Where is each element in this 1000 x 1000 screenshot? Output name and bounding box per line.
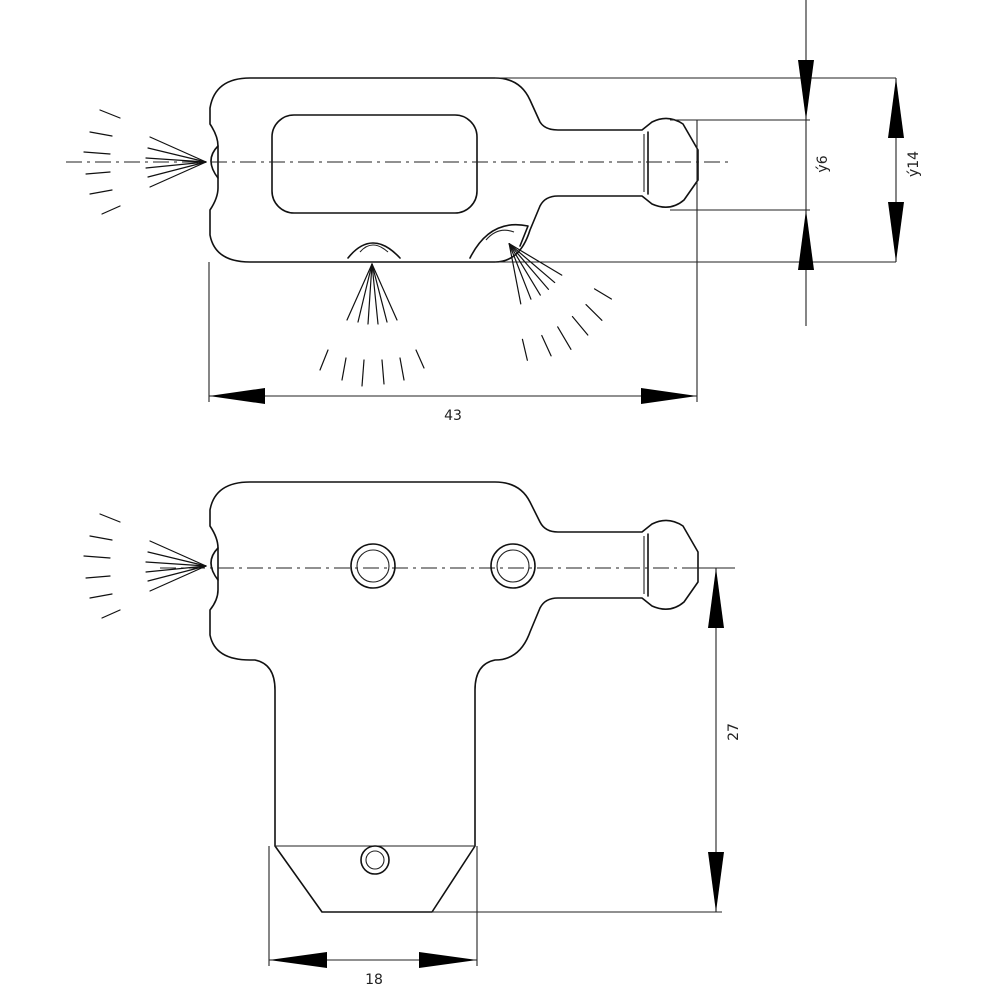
dim-label-top-length: 43 xyxy=(444,408,462,424)
dim-arrow-d14-bottom xyxy=(888,202,904,262)
dim-arrow-d6-bottom xyxy=(798,210,814,270)
dim-label-inner-diameter: ý6 xyxy=(815,155,831,172)
spray-fan-top-bottom-right xyxy=(465,213,623,375)
dim-label-bottom-height: 27 xyxy=(726,723,742,741)
dim-label-bottom-width: 18 xyxy=(365,972,383,988)
dim-arrow-27-bottom xyxy=(708,852,724,912)
bottom-hole-right-inner xyxy=(496,549,530,583)
bottom-nozzle-left xyxy=(210,547,219,581)
bottom-hole-left-inner xyxy=(356,549,390,583)
dim-arrow-d14-top xyxy=(888,78,904,138)
bottom-body-outline xyxy=(209,481,699,913)
top-nozzle-left xyxy=(210,145,219,179)
top-nozzle-bottom-right-inner xyxy=(485,229,515,241)
top-view: 43 ý6 ý14 xyxy=(66,0,922,424)
top-body-outline xyxy=(209,77,699,263)
bottom-hole-right-outer xyxy=(490,543,536,589)
bottom-hole-small-outer xyxy=(360,845,390,875)
dim-arrow-43-right xyxy=(641,388,697,404)
top-nozzle-bottom-left-inner xyxy=(359,244,389,253)
top-nozzle-bottom-left xyxy=(347,242,401,259)
dim-arrow-27-top xyxy=(708,568,724,628)
bottom-hole-small-inner xyxy=(365,850,385,870)
bottom-view: 27 18 xyxy=(83,481,742,988)
dim-arrow-d6-top xyxy=(798,60,814,120)
dim-label-outer-diameter: ý14 xyxy=(906,151,922,177)
top-slot-window xyxy=(271,114,478,214)
top-nozzle-bottom-right xyxy=(469,224,529,259)
spray-fan-top-bottom-left xyxy=(319,263,425,387)
dim-arrow-18-left xyxy=(269,952,327,968)
bottom-hole-left-outer xyxy=(350,543,396,589)
dim-arrow-18-right xyxy=(419,952,477,968)
spray-fan-bottom-left xyxy=(83,513,207,619)
dim-arrow-43-left xyxy=(209,388,265,404)
